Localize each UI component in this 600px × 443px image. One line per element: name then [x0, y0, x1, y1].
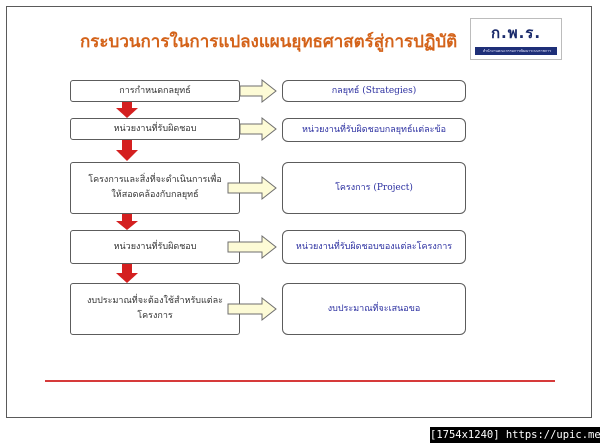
right-box-label: กลยุทธ์ (Strategies)	[331, 85, 417, 96]
right-arrows	[227, 78, 277, 322]
down-arrow-icon	[116, 214, 138, 230]
left-box-project-responsible-unit: หน่วยงานที่รับผิดชอบ	[70, 230, 240, 264]
right-box-strategy-units: หน่วยงานที่รับผิดชอบกลยุทธ์แต่ละข้อ	[282, 118, 466, 142]
right-box-requested-budget: งบประมาณที่จะเสนอขอ	[282, 283, 466, 335]
opdc-logo: ก.พ.ร. สำนักงานคณะกรรมการพัฒนาระบบราชการ	[470, 18, 562, 60]
right-arrow-icon	[239, 116, 277, 142]
right-arrow-icon	[227, 175, 277, 201]
left-box-label: หน่วยงานที่รับผิดชอบ	[113, 241, 197, 252]
left-box-project-budget: งบประมาณที่จะต้องใช้สำหรับแต่ละโครงการ	[70, 283, 240, 335]
down-arrow-icon	[116, 102, 138, 118]
left-box-label: งบประมาณที่จะต้องใช้สำหรับแต่ละโครงการ	[86, 296, 224, 321]
right-box-label: หน่วยงานที่รับผิดชอบกลยุทธ์แต่ละข้อ	[301, 124, 447, 135]
left-box-label: โครงการและสิ่งที่จะดำเนินการเพื่อให้สอดค…	[88, 175, 222, 200]
down-arrow-icon	[116, 140, 138, 161]
logo-subtitle: สำนักงานคณะกรรมการพัฒนาระบบราชการ	[482, 49, 552, 53]
right-box-project: โครงการ (Project)	[282, 162, 466, 214]
right-box-label: งบประมาณที่จะเสนอขอ	[327, 303, 421, 314]
right-arrow-icon	[227, 296, 277, 322]
logo-name: ก.พ.ร.	[490, 24, 542, 42]
right-arrow-icon	[239, 78, 277, 104]
left-box-label: หน่วยงานที่รับผิดชอบ	[113, 123, 197, 134]
right-box-label: โครงการ (Project)	[335, 182, 413, 193]
image-watermark: [1754x1240] https://upic.me/	[430, 427, 600, 443]
logo-bar: สำนักงานคณะกรรมการพัฒนาระบบราชการ	[475, 47, 557, 55]
left-box-label: การกำหนดกลยุทธ์	[119, 85, 191, 96]
right-box-label: หน่วยงานที่รับผิดชอบของแต่ละโครงการ	[295, 241, 453, 252]
down-arrow-icon	[116, 264, 138, 283]
slide-title: กระบวนการในการแปลงแผนยุทธศาสตร์สู่การปฏิ…	[80, 32, 458, 52]
right-box-strategies: กลยุทธ์ (Strategies)	[282, 80, 466, 102]
right-box-project-units: หน่วยงานที่รับผิดชอบของแต่ละโครงการ	[282, 230, 466, 264]
down-arrows	[116, 102, 138, 283]
footer-divider	[45, 380, 555, 382]
right-arrow-icon	[227, 234, 277, 260]
